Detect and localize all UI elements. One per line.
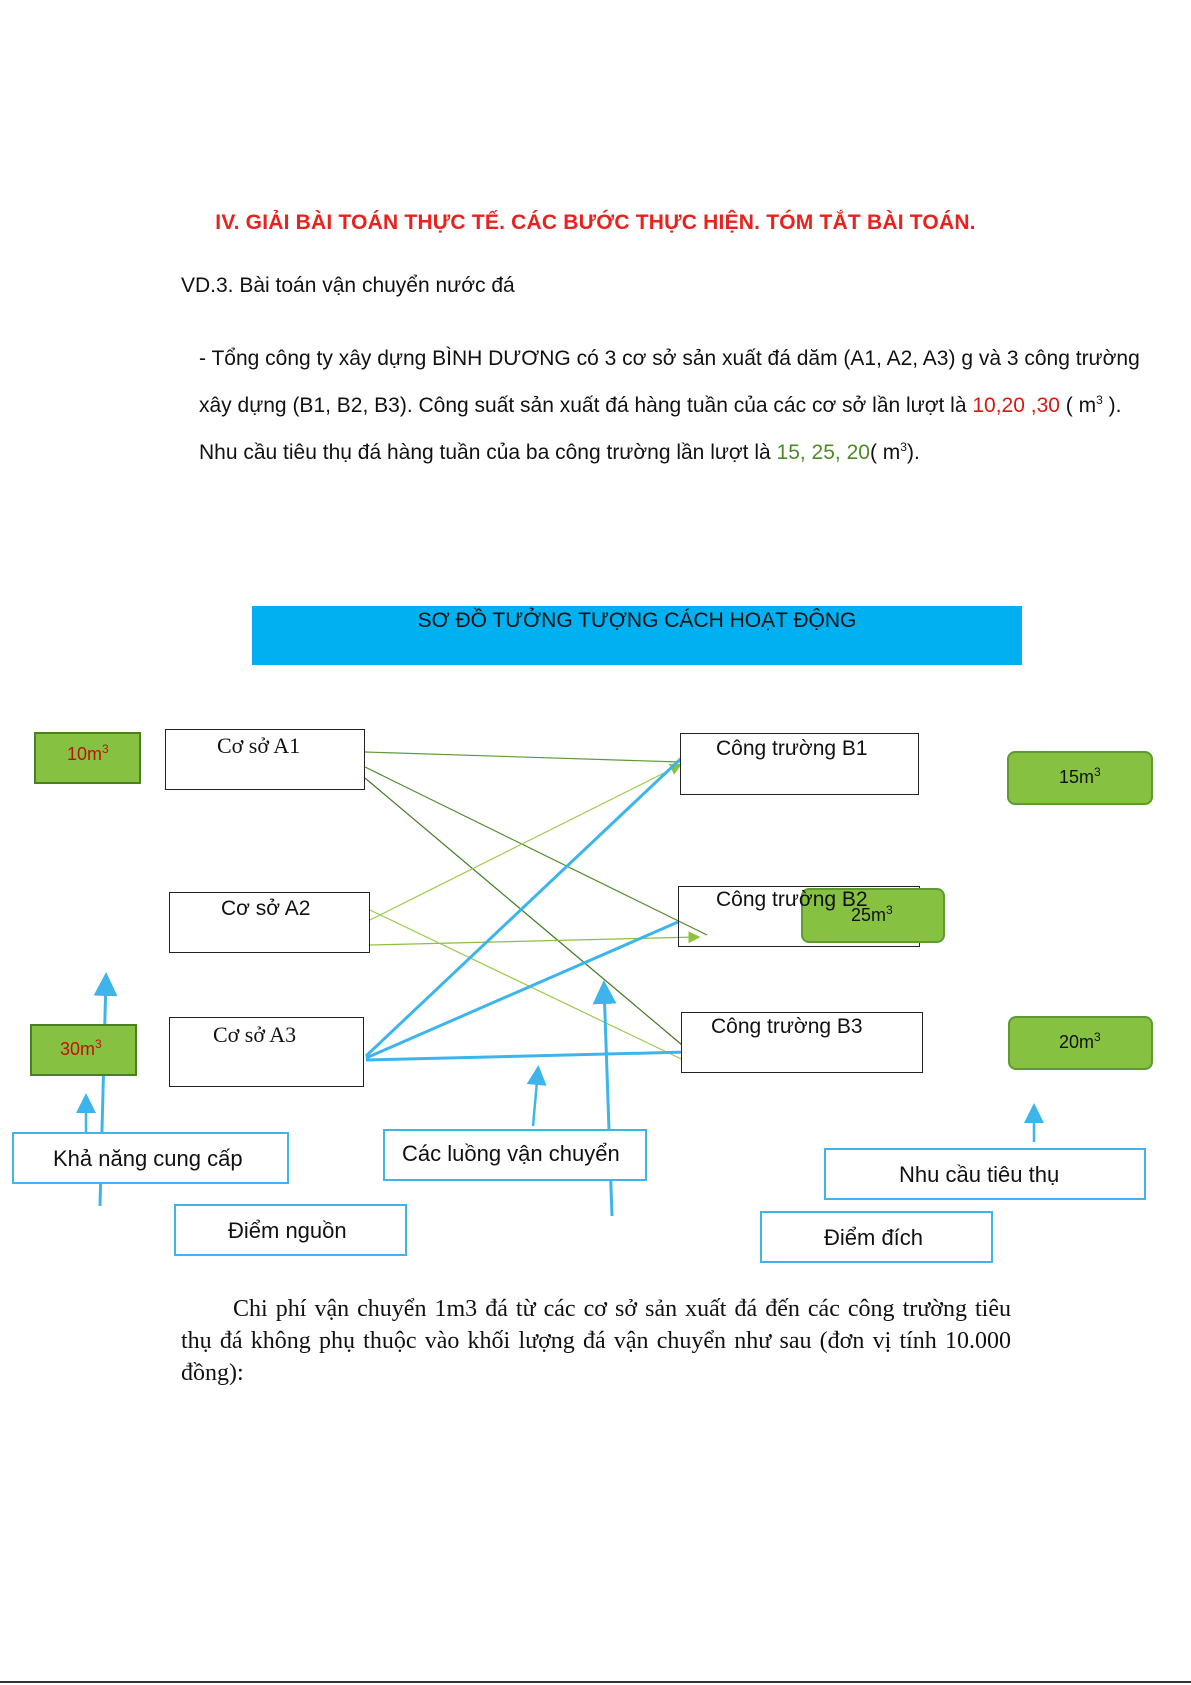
exponent: 3 — [900, 440, 907, 454]
flow-line-a3-b1 — [364, 748, 692, 1058]
source-a3: Cơ sở A3 — [169, 1017, 364, 1087]
flow-line-a1-b1 — [364, 751, 681, 763]
label-transport-flows-text: Các luồng vận chuyển — [402, 1141, 620, 1166]
supply-tag-a1-value: 10m3 — [67, 742, 109, 764]
destination-b1: Công trường B1 — [680, 733, 919, 795]
source-a2: Cơ sở A2 — [169, 892, 370, 953]
flow-line-a1-b3 — [364, 777, 689, 1051]
demand-tag-b2-value: 25m3 — [851, 903, 893, 925]
label-transport-flows: Các luồng vận chuyển — [383, 1129, 647, 1181]
arrow-to-b3 — [592, 980, 617, 1217]
diagram-title: SƠ ĐỒ TƯỞNG TƯỢNG CÁCH HOẠT ĐỘNG — [417, 609, 857, 632]
example-title: VD.3. Bài toán vận chuyển nước đá — [181, 274, 515, 297]
destination-b3: Công trường B3 — [681, 1012, 923, 1073]
exponent: 3 — [1096, 393, 1103, 407]
flow-line-a3-b3 — [365, 1050, 689, 1062]
flow-line-a2-b3 — [369, 909, 701, 1069]
flow-line-a3-b2 — [365, 920, 679, 1060]
diagram-banner — [252, 606, 1022, 665]
supply-tag-a3-value: 30m3 — [60, 1037, 102, 1059]
demand-tag-b3: 20m3 — [1008, 1016, 1153, 1070]
demand-tag-b1-value: 15m3 — [1059, 765, 1101, 787]
flow-line-a1-b2 — [364, 766, 708, 936]
source-a1-label: Cơ sở A1 — [217, 733, 301, 758]
label-consumption-demand: Nhu cầu tiêu thụ — [824, 1148, 1146, 1200]
demand-tag-b2: 25m3 — [801, 888, 945, 943]
destination-b1-label: Công trường B1 — [716, 737, 868, 760]
destination-b2-label: Công trường B2 — [716, 888, 868, 911]
demand-tag-b1: 15m3 — [1007, 751, 1153, 805]
label-supply-capacity-text: Khả năng cung cấp — [53, 1146, 243, 1171]
supply-values: 10,20 ,30 — [972, 394, 1060, 417]
source-a2-label: Cơ sở A2 — [221, 897, 311, 920]
destination-b3-label: Công trường B3 — [711, 1015, 863, 1038]
description-text-3: ). Nhu cầu tiêu thụ đá hàng tuần của ba … — [199, 394, 1122, 464]
problem-description: - Tổng công ty xây dựng BÌNH DƯƠNG có 3 … — [199, 335, 1144, 476]
label-consumption-demand-text: Nhu cầu tiêu thụ — [899, 1162, 1060, 1187]
demand-values: 15, 25, 20 — [776, 441, 870, 464]
label-supply-capacity: Khả năng cung cấp — [12, 1132, 289, 1184]
cost-description: Chi phí vận chuyển 1m3 đá từ các cơ sở s… — [181, 1293, 1011, 1389]
supply-tag-a3: 30m3 — [30, 1024, 137, 1076]
supply-tag-a1: 10m3 — [34, 732, 141, 784]
description-text-5: ). — [906, 441, 920, 464]
section-heading: IV. GIẢI BÀI TOÁN THỰC TẾ. CÁC BƯỚC THỰC… — [215, 211, 976, 234]
source-a1: Cơ sở A1 — [165, 729, 365, 790]
demand-tag-b3-value: 20m3 — [1059, 1030, 1101, 1052]
page-bottom-rule — [0, 1681, 1191, 1683]
flow-line-a2-b1 — [369, 763, 683, 921]
label-destination-points: Điểm đích — [760, 1211, 993, 1263]
label-destination-points-text: Điểm đích — [824, 1225, 924, 1250]
description-text-2: ( m — [1059, 394, 1097, 417]
source-a3-label: Cơ sở A3 — [213, 1022, 297, 1047]
flow-line-a2-b2 — [369, 931, 701, 946]
description-text-1: - Tổng công ty xây dựng BÌNH DƯƠNG có 3 … — [199, 347, 1140, 417]
description-text-4: ( m — [869, 441, 901, 464]
arrow-to-flows — [526, 1065, 547, 1127]
label-source-points-text: Điểm nguồn — [228, 1218, 347, 1243]
cost-description-text: Chi phí vận chuyển 1m3 đá từ các cơ sở s… — [181, 1296, 1011, 1386]
label-source-points: Điểm nguồn — [174, 1204, 407, 1256]
